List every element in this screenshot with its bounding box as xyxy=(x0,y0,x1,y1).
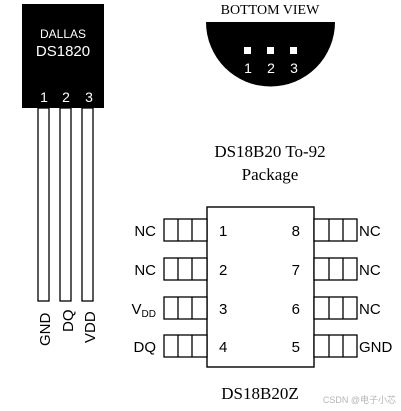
soic-right-pin-5 xyxy=(313,334,358,358)
soic-right-num-8: 8 xyxy=(292,223,300,240)
to92-pin-number-3: 3 xyxy=(85,89,93,105)
soic-left-num-3: 3 xyxy=(219,301,227,318)
soic-right-pin-6 xyxy=(313,296,358,320)
soic-right-num-6: 6 xyxy=(292,301,300,318)
soic-left-pin-3 xyxy=(163,296,208,320)
to92-pin-number-2: 2 xyxy=(62,89,70,105)
soic-left-pin-2 xyxy=(163,257,208,281)
soic-left-label-3: VDD xyxy=(132,301,156,320)
soic-right-pin-7 xyxy=(313,257,358,281)
soic-left-num-2: 2 xyxy=(219,262,227,279)
soic-body xyxy=(206,206,315,368)
soic-left-label-4: DQ xyxy=(134,339,157,356)
soic-left-pin-4 xyxy=(163,334,208,358)
watermark: CSDN @电子小芯 xyxy=(323,394,396,405)
bottom-view-body xyxy=(206,22,335,87)
bottom-pin-pad-1 xyxy=(244,47,251,54)
to92-body xyxy=(22,4,104,108)
bottom-pin-number-2: 2 xyxy=(267,60,275,76)
to92-lead-3 xyxy=(81,107,94,302)
to92-lead-1 xyxy=(37,107,50,302)
bottom-view-title: BOTTOM VIEW xyxy=(221,3,320,18)
bottom-pin-pad-2 xyxy=(267,47,274,54)
to92-pin-label-dq: DQ xyxy=(60,310,77,333)
bottom-view: BOTTOM VIEW 1 2 3 xyxy=(206,3,335,87)
soic-left-num-4: 4 xyxy=(219,339,227,356)
soic-right-num-7: 7 xyxy=(292,262,300,279)
package-caption-line2: Package xyxy=(242,165,299,184)
to92-pin-label-gnd: GND xyxy=(37,313,54,347)
to92-brand: DALLAS xyxy=(40,27,86,41)
bottom-pin-number-3: 3 xyxy=(290,60,298,76)
to92-pin-number-1: 1 xyxy=(40,89,48,105)
soic-right-num-5: 5 xyxy=(292,339,300,356)
soic-right-label-5: GND xyxy=(359,339,393,356)
to92-front-view: DALLAS DS1820 1 2 3 GND DQ VDD xyxy=(22,4,104,346)
soic-caption: DS18B20Z xyxy=(221,384,298,403)
soic-left-num-1: 1 xyxy=(219,223,227,240)
soic-right-label-7: NC xyxy=(359,262,381,279)
soic-package: NC NC VDD DQ 1 2 3 4 8 7 6 5 NC NC NC GN… xyxy=(132,206,393,368)
soic-right-label-6: NC xyxy=(359,301,381,318)
to92-pin-label-vdd: VDD xyxy=(82,311,99,343)
soic-left-label-2: NC xyxy=(134,262,156,279)
soic-left-pin-1 xyxy=(163,218,208,242)
bottom-pin-number-1: 1 xyxy=(244,60,252,76)
soic-left-label-1: NC xyxy=(134,223,156,240)
package-caption-line1: DS18B20 To-92 xyxy=(214,142,325,161)
to92-lead-2 xyxy=(59,107,72,302)
soic-right-label-8: NC xyxy=(359,223,381,240)
to92-model: DS1820 xyxy=(36,43,90,60)
bottom-pin-pad-3 xyxy=(290,47,297,54)
soic-right-pin-8 xyxy=(313,218,358,242)
